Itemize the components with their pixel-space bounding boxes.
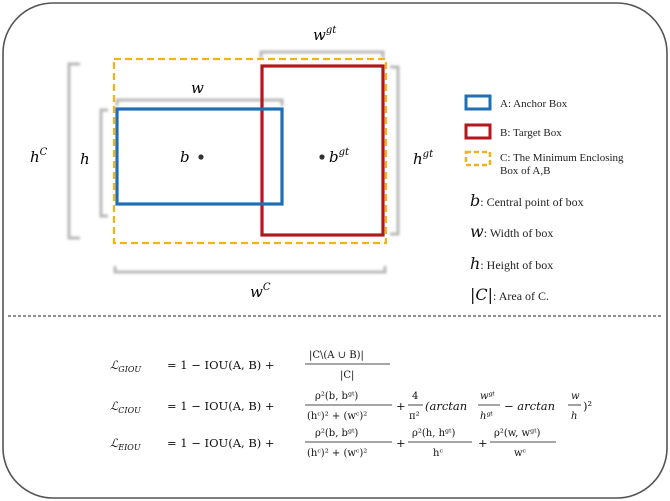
svg-text:+: + bbox=[396, 399, 406, 413]
svg-text:wᵍᵗ: wᵍᵗ bbox=[480, 391, 496, 402]
legend-text-enclosing-2: Box of A,B bbox=[500, 165, 550, 177]
formula-eiou: ℒEIOU = 1 − IOU(A, B) + ρ²(b, bᵍᵗ) (hᶜ)²… bbox=[110, 428, 556, 459]
svg-text:ℒEIOU: ℒEIOU bbox=[110, 436, 141, 452]
bracket-wC bbox=[113, 266, 387, 274]
label-hgt: hgt bbox=[413, 149, 434, 168]
svg-text:ℒCIOU: ℒCIOU bbox=[110, 399, 141, 415]
svg-text:ρ²(b, bᵍᵗ): ρ²(b, bᵍᵗ) bbox=[315, 428, 358, 439]
label-wgt: wgt bbox=[313, 25, 337, 44]
legend-swatch-enclosing bbox=[464, 150, 492, 167]
svg-text:hᵍᵗ: hᵍᵗ bbox=[480, 411, 493, 422]
legend: A: Anchor Box B: Target Box C: The Minim… bbox=[464, 94, 624, 177]
bracket-hgt bbox=[390, 65, 400, 236]
anchor-center-point bbox=[198, 154, 204, 160]
svg-text:(hᶜ)² + (wᶜ)²: (hᶜ)² + (wᶜ)² bbox=[307, 411, 367, 422]
svg-text:|C|: |C| bbox=[340, 370, 354, 381]
svg-text:4: 4 bbox=[412, 391, 418, 402]
legend-text-anchor: A: Anchor Box bbox=[500, 98, 568, 110]
legend-text-target: B: Target Box bbox=[500, 127, 562, 139]
legend-text-enclosing: C: The Minimum Enclosing bbox=[500, 152, 624, 164]
definitions: b: Central point of box w: Width of box … bbox=[470, 191, 584, 304]
svg-text:|C\(A ∪ B)|: |C\(A ∪ B)| bbox=[309, 350, 364, 361]
svg-text:ρ²(w, wᵍᵗ): ρ²(w, wᵍᵗ) bbox=[494, 428, 541, 439]
target-center-point bbox=[319, 154, 325, 160]
label-h: h bbox=[80, 150, 90, 168]
svg-text:)²: )² bbox=[583, 399, 592, 413]
svg-text:wᶜ: wᶜ bbox=[514, 448, 527, 459]
svg-text:= 1 − IOU(A, B) +: = 1 − IOU(A, B) + bbox=[167, 399, 275, 413]
label-b: b bbox=[180, 148, 190, 166]
svg-text:h: h bbox=[571, 411, 577, 422]
legend-swatch-anchor bbox=[464, 94, 492, 111]
bracket-h bbox=[99, 108, 108, 218]
label-hC: hC bbox=[30, 147, 48, 166]
svg-text:= 1 − IOU(A, B) +: = 1 − IOU(A, B) + bbox=[167, 436, 275, 450]
enclosing-box bbox=[112, 57, 388, 245]
label-wC: wC bbox=[250, 282, 271, 301]
svg-text:+: + bbox=[396, 436, 406, 450]
bracket-w bbox=[115, 98, 284, 106]
anchor-box bbox=[115, 107, 284, 206]
svg-text:(arctan: (arctan bbox=[425, 399, 467, 413]
bracket-hC bbox=[67, 62, 80, 240]
formula-ciou: ℒCIOU = 1 − IOU(A, B) + ρ²(b, bᵍᵗ) (hᶜ)²… bbox=[110, 391, 592, 422]
svg-text:ρ²(h, hᵍᵗ): ρ²(h, hᵍᵗ) bbox=[412, 428, 455, 439]
svg-text:ℒGIOU: ℒGIOU bbox=[110, 358, 141, 374]
svg-text:+: + bbox=[478, 436, 488, 450]
legend-swatch-target bbox=[464, 123, 492, 140]
svg-text:π²: π² bbox=[409, 411, 420, 422]
target-box bbox=[260, 64, 385, 237]
bracket-wgt bbox=[259, 50, 385, 58]
svg-text:= 1 − IOU(A, B) +: = 1 − IOU(A, B) + bbox=[167, 358, 275, 372]
svg-text:(hᶜ)² + (wᶜ)²: (hᶜ)² + (wᶜ)² bbox=[307, 448, 367, 459]
label-bgt: bgt bbox=[329, 147, 350, 166]
svg-text:ρ²(b, bᵍᵗ): ρ²(b, bᵍᵗ) bbox=[315, 391, 358, 402]
def-w: w: Width of box bbox=[470, 222, 553, 241]
label-w: w bbox=[191, 79, 204, 97]
def-h: h: Height of box bbox=[470, 254, 553, 273]
svg-text:hᶜ: hᶜ bbox=[433, 448, 443, 459]
dimension-brackets bbox=[67, 50, 400, 274]
formula-giou: ℒGIOU = 1 − IOU(A, B) + |C\(A ∪ B)| |C| bbox=[110, 350, 390, 381]
def-area: |C|: Area of C. bbox=[470, 285, 549, 304]
svg-text:w: w bbox=[571, 391, 580, 402]
def-b: b: Central point of box bbox=[470, 191, 584, 210]
svg-text:− arctan: − arctan bbox=[504, 399, 555, 413]
